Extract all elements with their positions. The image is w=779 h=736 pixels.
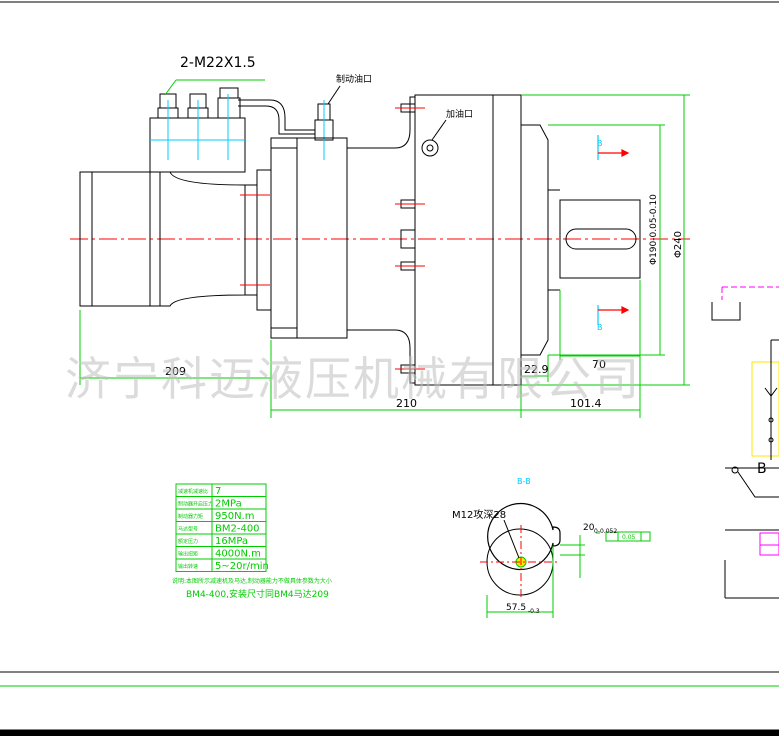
watermark: 济宁科迈液压机械有限公司: [65, 352, 641, 406]
dim-209: 209: [165, 365, 186, 378]
motor-body: [79, 169, 272, 311]
spec-label: 减速机减速比: [178, 488, 208, 495]
key-width-dim: 20: [583, 523, 595, 533]
spec-row: 减速机减速比 7: [175, 483, 267, 497]
spec-value: 950N.m: [215, 511, 255, 522]
section-arrows: [598, 149, 630, 314]
spec-label: 输出转速: [178, 563, 198, 570]
tolerance-frame-value: 0.05: [622, 534, 636, 541]
shaft-dim-57-5: 57.5: [506, 603, 526, 613]
spec-value-cell: [211, 558, 267, 572]
spec-label: 制动器力矩: [178, 513, 203, 520]
spec-value: 2MPa: [215, 499, 242, 510]
spec-label: 输出扭矩: [178, 551, 198, 558]
reducer-housing: [400, 94, 641, 386]
spec-note-2: BM4-400,安装尺寸同BM4马达209: [186, 588, 329, 600]
spec-row: 输出转速 5~20r/min: [175, 558, 269, 572]
dim-22-9: 22.9: [524, 363, 549, 376]
spec-label: 额定压力: [178, 538, 198, 545]
spec-row: 额定压力 16MPa: [175, 533, 267, 547]
spec-row: 马达型号 BM2-400: [175, 521, 267, 535]
section-title: B-B: [517, 477, 531, 486]
shaft-dim-tol: -0.3: [528, 608, 540, 615]
spec-label: 马达型号: [178, 526, 198, 533]
spec-note: 说明:本图所示减速机及马达,制动器能力不做具体参数为大小: [172, 577, 332, 585]
schematic-b-label: B: [757, 461, 767, 477]
brake-housing: [270, 96, 415, 384]
spec-value: 7: [215, 486, 221, 497]
spec-value: 5~20r/min: [215, 561, 269, 572]
dim-70: 70: [592, 358, 606, 371]
dimension-lines: [79, 79, 690, 418]
thread-spec-label: 2-M22X1.5: [180, 55, 256, 71]
spec-value: BM2-400: [215, 524, 260, 535]
m12-thread-label: M12攻深28: [452, 508, 506, 521]
spec-row: 输出扭矩 4000N.m: [175, 546, 267, 560]
dim-101: 101.4: [570, 397, 602, 410]
section-label-top: B: [597, 139, 603, 148]
bolt-axes: [240, 107, 425, 370]
spec-row: 制动器力矩 950N.m: [175, 508, 267, 522]
spec-value: 4000N.m: [215, 549, 261, 560]
valve-crosshairs: [150, 94, 325, 160]
shaft-section: [480, 502, 561, 600]
dim-dia240: Φ240: [673, 231, 684, 258]
spec-label: 制动器开启压力: [178, 501, 213, 508]
dim-210: 210: [396, 397, 417, 410]
valve-block: [149, 87, 334, 173]
dim-dia190: Φ190-0.05-0.10: [649, 194, 659, 265]
fill-port-label: 加油口: [446, 108, 473, 120]
key-width-tol: 0-0.052: [594, 528, 617, 535]
partial-schematic: [711, 286, 779, 599]
section-label-bottom: B: [597, 323, 603, 332]
section-dims: [486, 531, 651, 618]
spec-value: 16MPa: [215, 536, 248, 547]
brake-port-label: 制动油口: [336, 73, 372, 85]
